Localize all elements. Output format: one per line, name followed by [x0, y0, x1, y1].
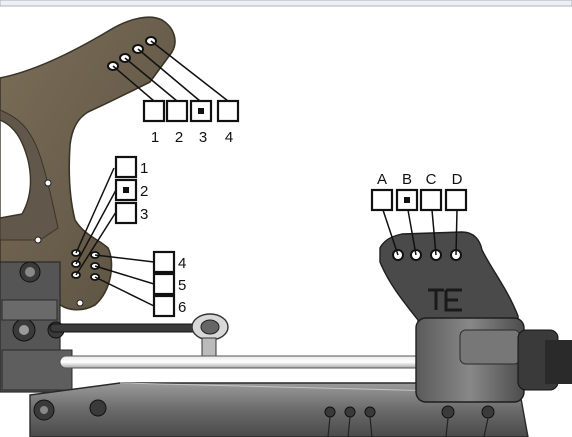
bulkhead-upper-callout: 1 2 3 — [114, 155, 148, 225]
position-box-6 — [152, 294, 176, 318]
position-box-a — [370, 188, 394, 212]
selected-marker — [198, 108, 204, 114]
position-box-1 — [142, 99, 166, 123]
camber-link-rod — [59, 355, 431, 369]
position-box-2 — [165, 99, 189, 123]
plate-screw-hole — [34, 236, 42, 244]
position-label: D — [452, 171, 463, 188]
steering-knuckle — [379, 231, 572, 403]
position-label: 2 — [140, 183, 148, 200]
position-box-1 — [114, 155, 138, 179]
bulkhead-mount-holes-left — [71, 249, 81, 279]
position-label: C — [426, 171, 437, 188]
position-label: 3 — [199, 129, 207, 146]
selected-marker — [123, 187, 129, 193]
bulkhead-lower-callout: 4 5 6 — [152, 250, 186, 318]
position-box-d — [444, 188, 468, 212]
position-box-c — [419, 188, 443, 212]
position-label: B — [402, 171, 412, 188]
plate-screw-hole — [76, 299, 84, 307]
brand-logo — [428, 288, 462, 312]
position-label: 4 — [225, 129, 233, 146]
leader-lines — [75, 40, 458, 307]
position-box-4 — [152, 250, 176, 274]
frame-top-border — [0, 0, 572, 7]
position-label: 1 — [151, 129, 159, 146]
position-label: 2 — [175, 129, 183, 146]
selected-marker — [404, 197, 410, 203]
position-label: A — [377, 171, 387, 188]
position-label: 5 — [178, 277, 186, 294]
position-box-3 — [114, 201, 138, 225]
plate-screw-hole — [44, 179, 52, 187]
position-box-4 — [216, 99, 240, 123]
position-label: 6 — [178, 299, 186, 316]
position-label: 3 — [140, 206, 148, 223]
knuckle-callout: A B C D — [370, 171, 468, 212]
position-label: 4 — [178, 255, 186, 272]
steering-link — [49, 313, 229, 357]
shock-tower-callout: 1 2 3 4 — [142, 99, 240, 146]
position-label: 1 — [140, 160, 148, 177]
shock-tower — [0, 16, 176, 311]
position-box-5 — [152, 272, 176, 296]
